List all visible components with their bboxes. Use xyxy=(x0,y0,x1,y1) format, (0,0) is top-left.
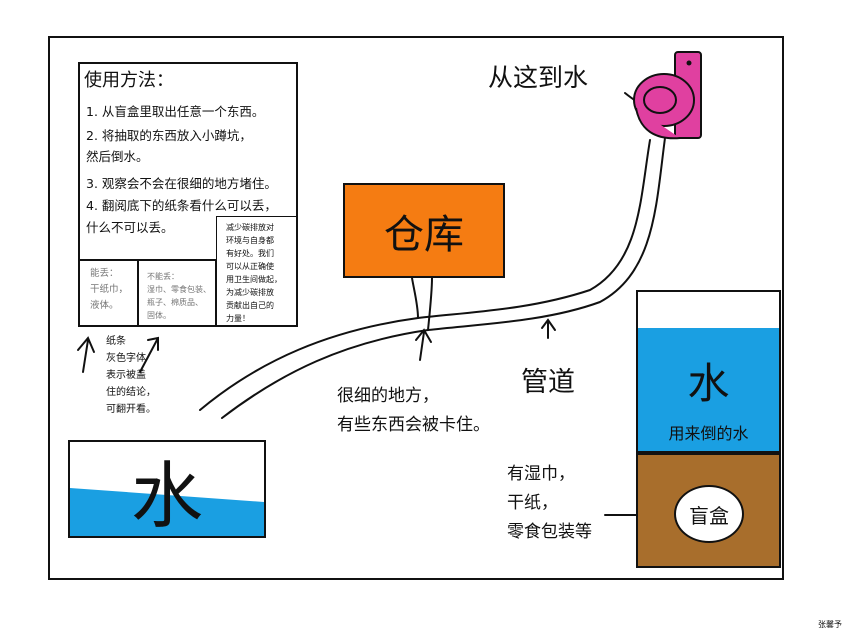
instruction-step: 3. 观察会不会在很细的地方堵住。 xyxy=(86,176,277,191)
cannot-throw-line: 固体。 xyxy=(147,311,171,320)
warehouse-box: 仓库 xyxy=(343,183,505,278)
tank-title: 水 xyxy=(687,359,730,408)
tip-text: 减少碳排放对 环境与自身都 有好处。我们 可以从正确使 用卫生间做起， 为减少碳… xyxy=(226,221,296,325)
instructions-title: 使用方法： xyxy=(84,70,174,91)
diagram-frame xyxy=(48,36,784,580)
cannot-throw-line: 瓶子、棉质品、 xyxy=(147,298,203,307)
instruction-step: 1. 从盲盒里取出任意一个东西。 xyxy=(86,104,265,119)
paper-note: 纸条 灰色字体 表示被盖 住的结论， 可翻开看。 xyxy=(106,333,156,418)
narrow-line: 很细的地方， xyxy=(337,386,439,406)
warehouse-label: 仓库 xyxy=(384,211,464,258)
blind-box-label: 盲盒 xyxy=(689,503,729,528)
branch-left-line xyxy=(411,277,419,319)
pipe-upper-line xyxy=(199,139,651,411)
branch-right-line xyxy=(427,277,433,331)
blind-box-items: 有湿巾， 干纸， 零食包装等 xyxy=(507,460,592,547)
water-source-label: 从这到水 xyxy=(488,63,589,92)
can-throw-line: 干纸巾， xyxy=(90,284,129,295)
tip-line: 为减少碳排放 xyxy=(226,288,274,297)
tank-subtitle: 用来倒的水 xyxy=(668,424,749,443)
faucet-icon xyxy=(633,51,702,140)
tip-line: 环境与自身都 xyxy=(226,236,274,245)
arrow-icon xyxy=(415,328,432,361)
pipe-lower-line xyxy=(221,137,666,419)
instruction-step: 然后倒水。 xyxy=(86,149,149,164)
instruction-step: 什么不可以丢。 xyxy=(86,220,174,235)
cannot-throw-title: 不能丢： xyxy=(147,272,179,281)
tip-line: 可以从正确使 xyxy=(226,262,274,271)
tip-line: 有好处。我们 xyxy=(226,249,274,258)
arrow-icon xyxy=(139,336,159,373)
cannot-throw-line: 湿巾、零食包装、 xyxy=(147,285,211,294)
tip-line: 减少碳排放对 xyxy=(226,223,274,232)
drain-water-label: 水 xyxy=(130,453,203,538)
tip-box xyxy=(216,216,298,327)
can-throw-line: 液体。 xyxy=(90,300,119,311)
narrow-label: 很细的地方， 有些东西会被卡住。 xyxy=(337,382,490,440)
note-line: 表示被盖 xyxy=(106,370,146,381)
blind-box-item: 有湿巾， xyxy=(507,464,575,484)
cannot-throw-flap[interactable] xyxy=(138,259,216,327)
note-line: 灰色字体 xyxy=(106,353,146,364)
tip-line: 力量！ xyxy=(226,314,250,323)
instruction-step: 2. 将抽取的东西放入小蹲坑， xyxy=(86,128,252,143)
pipe-label: 管道 xyxy=(521,367,575,398)
can-throw-title: 能丢： xyxy=(90,268,119,279)
panel-divider xyxy=(78,259,216,261)
blind-box-circle[interactable]: 盲盒 xyxy=(674,485,744,543)
signature: 张馨予 xyxy=(818,620,842,629)
arrow-icon xyxy=(77,336,95,373)
instruction-step: 4. 翻阅底下的纸条看什么可以丢， xyxy=(86,198,277,213)
narrow-line: 有些东西会被卡住。 xyxy=(337,415,490,435)
can-throw-flap[interactable] xyxy=(78,259,138,327)
tip-line: 贡献出自己的 xyxy=(226,301,274,310)
arrow-icon xyxy=(541,318,556,339)
tip-line: 用卫生间做起， xyxy=(226,275,282,284)
water-tank-fill xyxy=(636,328,781,453)
blind-box-item: 干纸， xyxy=(507,493,558,513)
cannot-throw-text: 不能丢： 湿巾、零食包装、 瓶子、棉质品、 固体。 xyxy=(147,270,217,322)
note-line: 住的结论， xyxy=(106,387,156,398)
blind-box[interactable] xyxy=(636,453,781,568)
note-line: 纸条 xyxy=(106,336,126,347)
note-line: 可翻开看。 xyxy=(106,404,156,415)
can-throw-text: 能丢： 干纸巾， 液体。 xyxy=(90,266,136,314)
blind-box-item: 零食包装等 xyxy=(507,522,592,542)
